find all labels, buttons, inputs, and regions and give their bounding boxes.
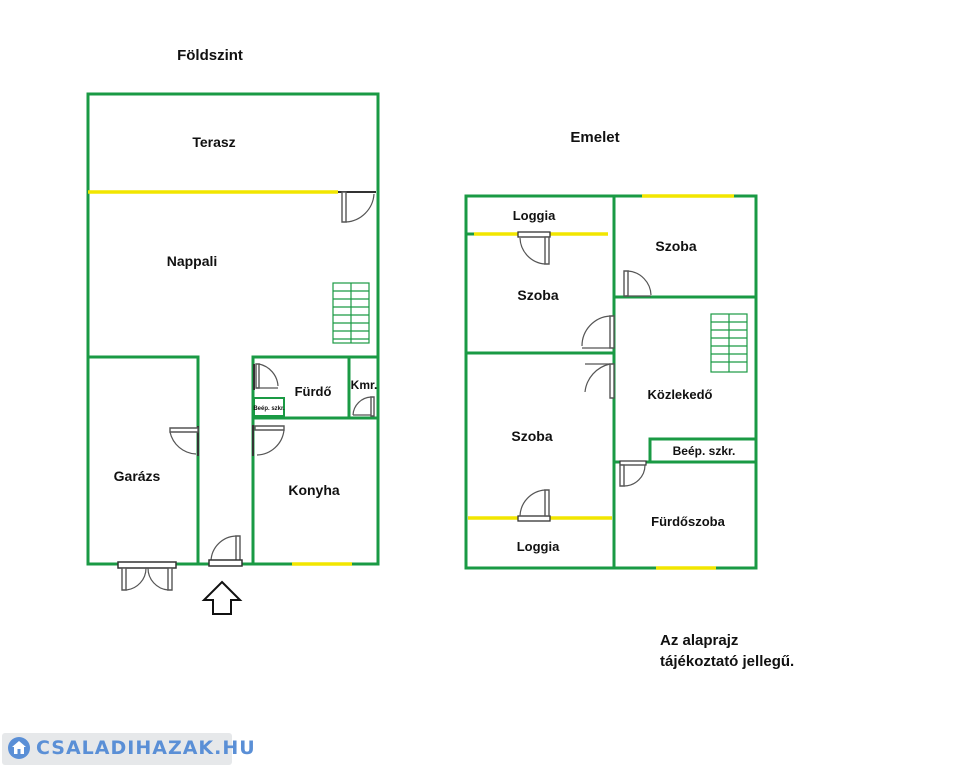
door-garage — [169, 426, 199, 456]
door-pantry — [352, 396, 375, 417]
room-label-upper-closet: Beép. szkr. — [673, 444, 736, 458]
watermark-logo: CSALADIHAZAK.HU — [36, 737, 256, 759]
room-label-living: Nappali — [167, 253, 218, 269]
upper-outer-wall — [464, 194, 758, 570]
ground-stairs — [332, 282, 370, 344]
upper-floor-plan: Emelet — [464, 129, 758, 570]
disclaimer-line-2: tájékoztató jellegű. — [660, 653, 794, 670]
room-label-bathroom-upper: Fürdőszoba — [651, 514, 725, 529]
house-icon — [8, 737, 30, 759]
upper-stairs — [710, 313, 748, 373]
room-label-bathroom: Fürdő — [295, 384, 332, 399]
room-label-room-top-left: Szoba — [517, 287, 558, 303]
room-label-corridor: Közlekedő — [647, 387, 712, 402]
watermark-box — [2, 733, 232, 765]
ground-floor-title: Földszint — [177, 47, 243, 64]
door-bathroom — [253, 363, 279, 390]
door-room-bottom-left — [584, 363, 615, 399]
ground-floor-plan: Földszint — [86, 47, 380, 615]
door-bathroom-upper — [619, 460, 647, 487]
room-label-loggia-top: Loggia — [513, 208, 556, 223]
door-room-top-right — [623, 270, 652, 297]
disclaimer-line-1: Az alaprajz — [660, 632, 738, 649]
room-label-room-bottom-left: Szoba — [511, 428, 552, 444]
door-loggia-top — [517, 231, 551, 265]
door-garage-gate — [117, 561, 177, 591]
ground-closet — [253, 397, 285, 417]
room-label-kitchen: Konyha — [288, 482, 340, 498]
door-entrance — [208, 535, 243, 567]
room-label-pantry: Kmr. — [351, 378, 378, 392]
door-loggia-bottom — [517, 489, 551, 522]
garage-wall — [86, 355, 200, 566]
door-kitchen — [252, 425, 285, 456]
room-label-terrace: Terasz — [192, 134, 235, 150]
door-room-top-left — [581, 315, 615, 349]
upper-closet — [648, 437, 758, 464]
room-label-loggia-bottom: Loggia — [517, 539, 560, 554]
entrance-arrow-icon — [201, 580, 243, 615]
room-label-closet: Beép. szkr. — [253, 406, 285, 412]
door-terrace — [338, 191, 376, 223]
room-label-room-top-right: Szoba — [655, 238, 696, 254]
upper-floor-title: Emelet — [570, 129, 619, 146]
room-label-garage: Garázs — [114, 468, 161, 484]
